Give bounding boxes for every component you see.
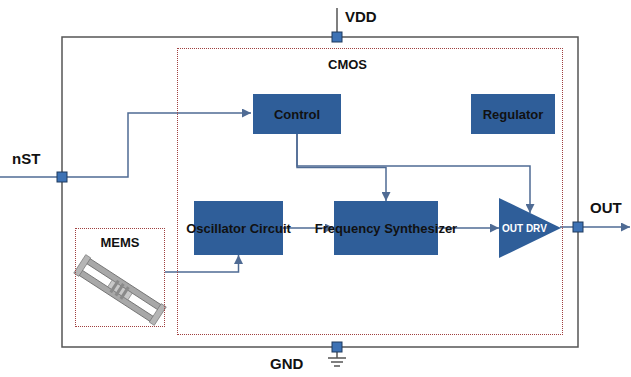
vdd-wire bbox=[336, 8, 338, 33]
box-label: Oscillator Circuit bbox=[186, 221, 291, 236]
pin-name: nST bbox=[12, 150, 40, 168]
box-label: Regulator bbox=[483, 107, 544, 122]
mems-region: MEMS bbox=[75, 228, 165, 327]
signal-arrow bbox=[297, 134, 386, 201]
pin-name: GND bbox=[270, 355, 303, 373]
out-wire bbox=[583, 226, 630, 228]
cmos-region: Control RegulatorOscillator Circuit Freque… bbox=[177, 48, 563, 335]
box-label: Control bbox=[274, 107, 320, 122]
box-label: Frequency Synthesizer bbox=[315, 221, 457, 236]
box-label: OUT DRV bbox=[502, 223, 534, 234]
region-heading: MEMS bbox=[76, 235, 164, 250]
process-box: Control bbox=[253, 94, 341, 134]
nst-control-wire bbox=[66, 113, 251, 177]
pin-name: VDD bbox=[345, 8, 377, 26]
process-box: Frequency Synthesizer bbox=[334, 201, 438, 255]
nst-input-wire bbox=[0, 176, 58, 178]
package-outline bbox=[62, 37, 578, 347]
triangle-shape bbox=[499, 198, 561, 258]
pin-name: OUT bbox=[590, 199, 622, 217]
mems-resonator bbox=[74, 255, 166, 326]
driver-triangle: OUT DRV bbox=[499, 198, 561, 258]
ground-symbol bbox=[328, 351, 346, 366]
region-heading: CMOS bbox=[328, 57, 367, 72]
pin-pads bbox=[57, 32, 583, 352]
process-box: Oscillator Circuit bbox=[194, 201, 283, 255]
process-box: Regulator bbox=[471, 94, 555, 134]
